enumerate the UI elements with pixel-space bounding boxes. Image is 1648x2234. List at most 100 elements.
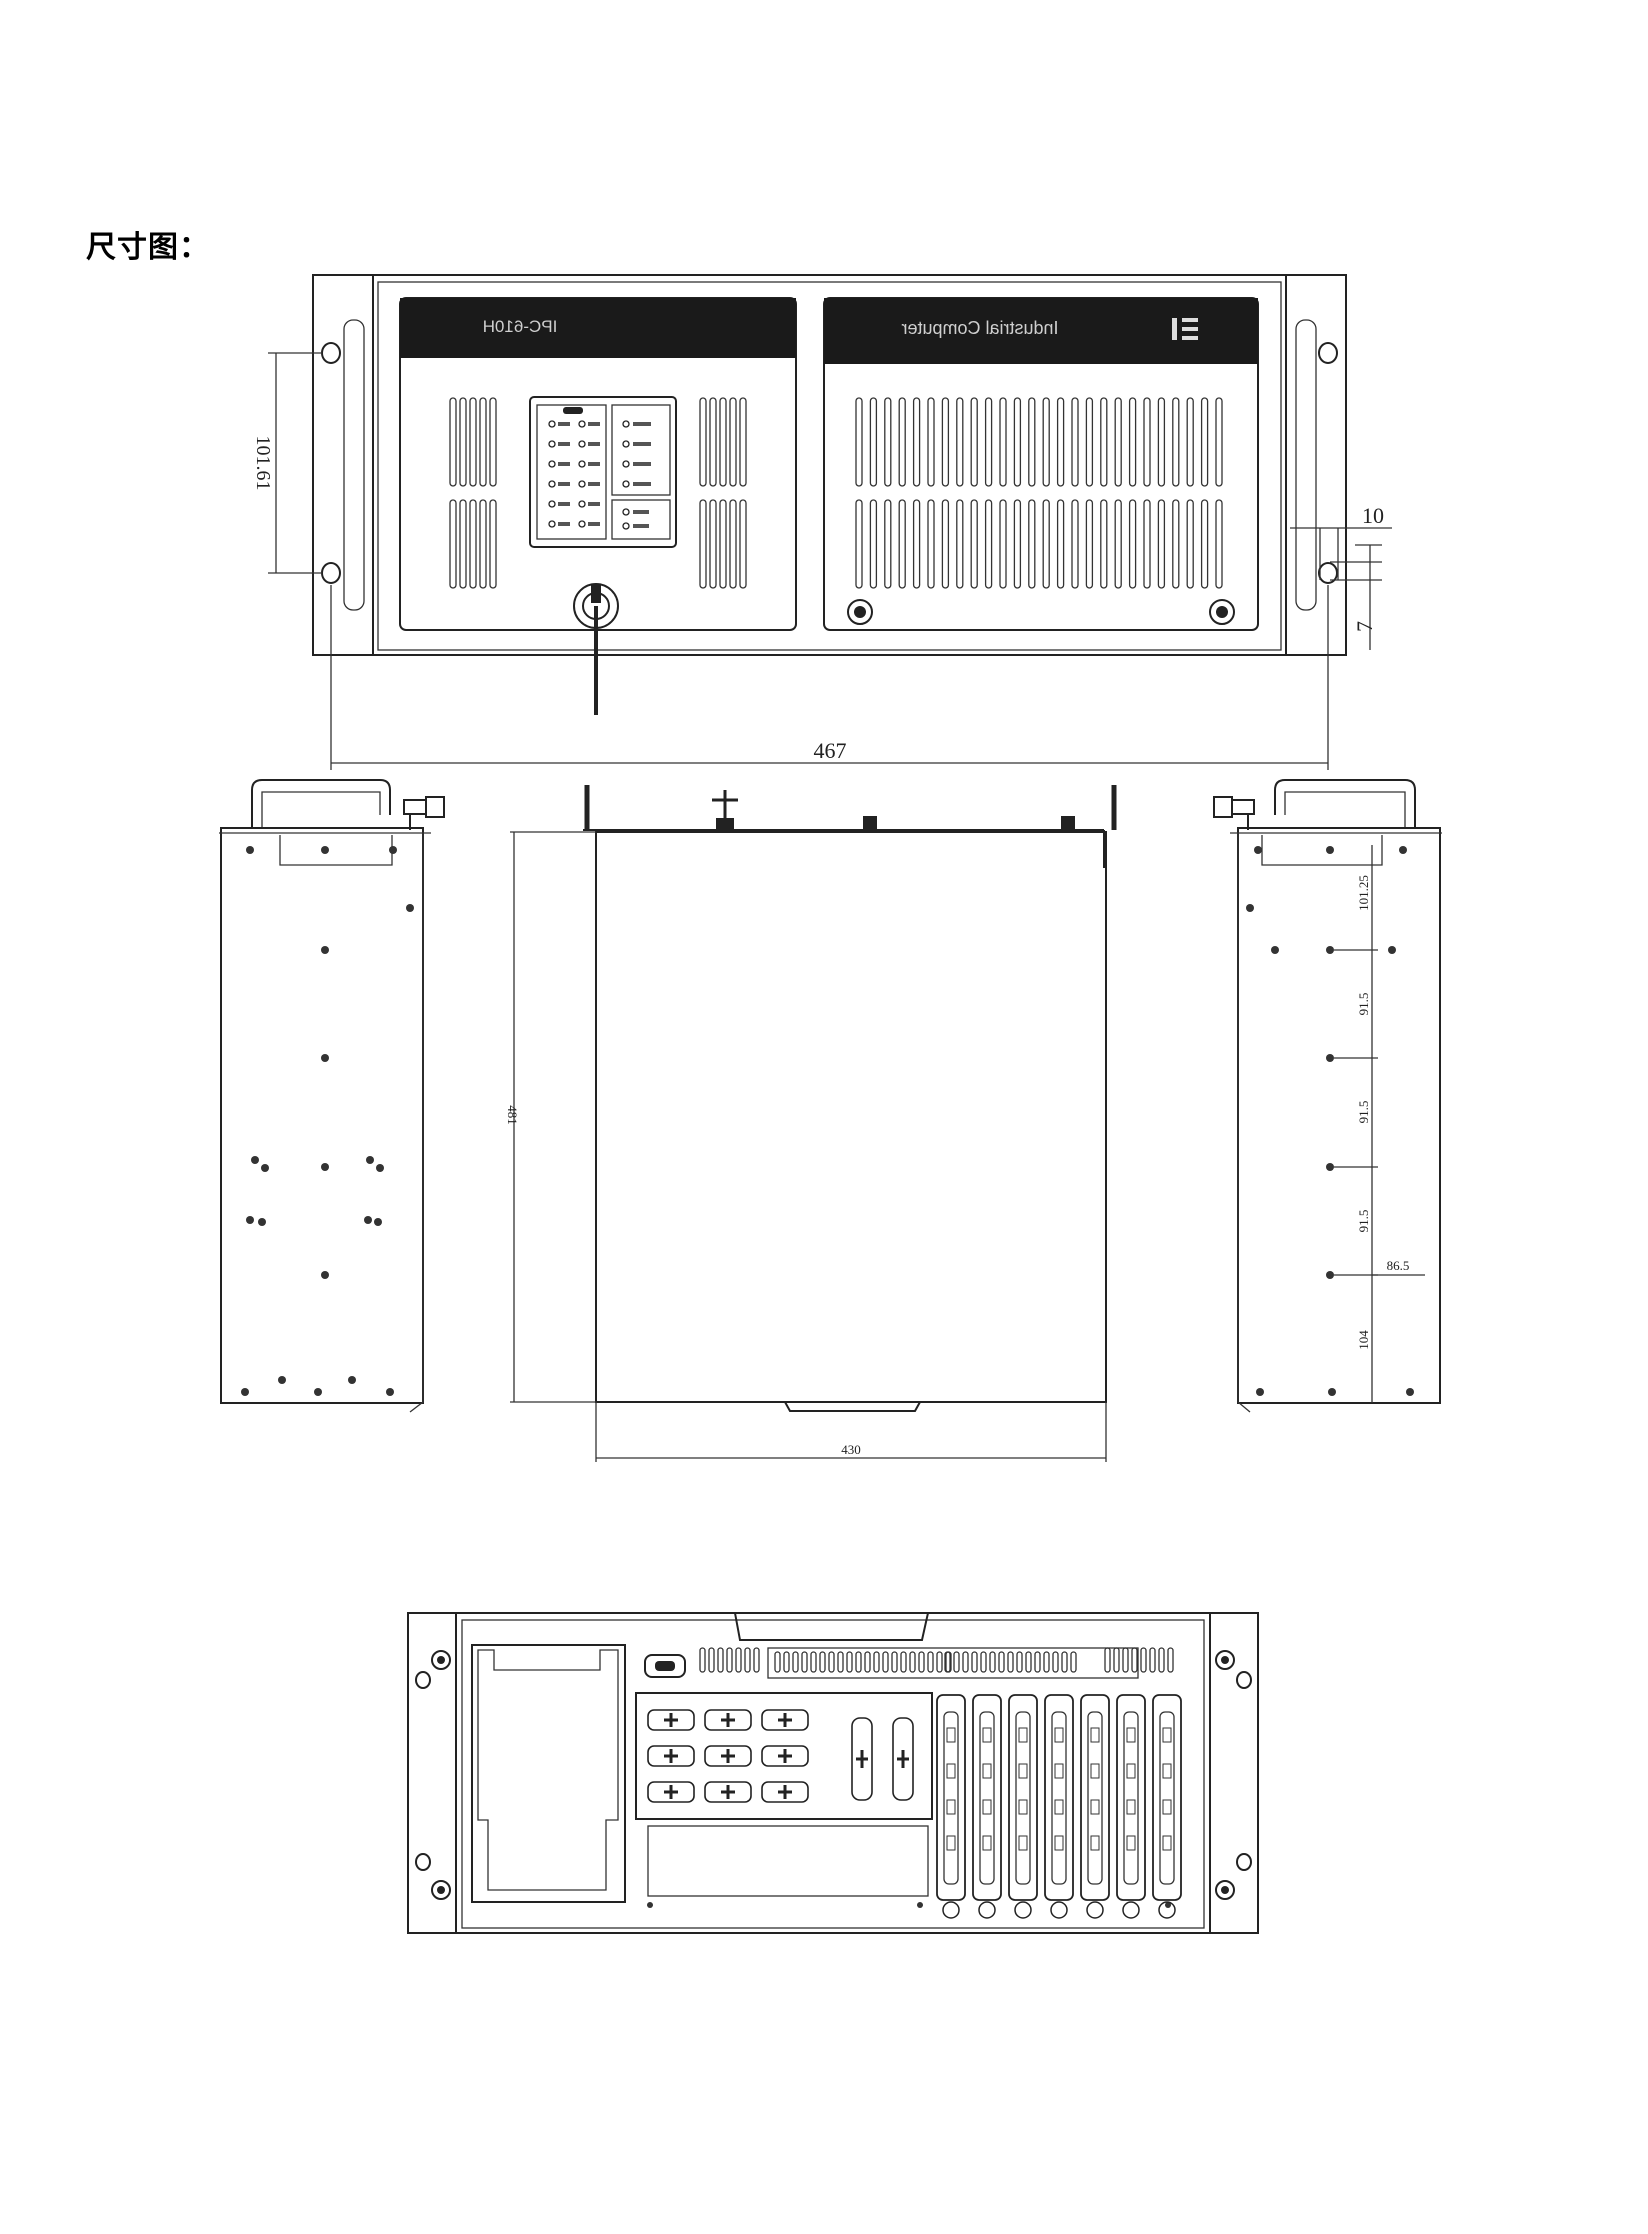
expansion-slot-inner (979, 1711, 995, 1885)
vent-slot (927, 1651, 934, 1673)
vent-slot (774, 1651, 781, 1673)
vent-slot (1215, 397, 1223, 487)
db-connector-icon (647, 1745, 695, 1767)
screw-post-icon (712, 790, 738, 830)
vent-slot (699, 397, 707, 487)
vent-slot (719, 397, 727, 487)
expansion-slot-inner (1015, 1711, 1031, 1885)
slot-cutout (1054, 1799, 1064, 1815)
led-icon (578, 440, 586, 448)
screw-icon (437, 1656, 445, 1664)
mount-hole-icon (376, 1164, 384, 1172)
front-handle-left (343, 319, 365, 611)
slot-cutout (1018, 1799, 1028, 1815)
vent-slot (709, 499, 717, 589)
vent-slot (726, 1647, 733, 1673)
led-label-mark (633, 442, 651, 446)
slot-cutout (1090, 1799, 1100, 1815)
vent-slot (699, 499, 707, 589)
mount-hole-icon (366, 1156, 374, 1164)
mount-hole-icon (1271, 946, 1279, 954)
slot-cutout (1162, 1835, 1172, 1851)
psu-outline (477, 1649, 619, 1891)
led-icon (622, 508, 630, 516)
vent-slot (1128, 499, 1137, 589)
vent-slot (828, 1651, 835, 1673)
slot-cutout (1054, 1835, 1064, 1851)
vent-slot (855, 1651, 862, 1673)
vent-slot (927, 499, 935, 589)
slot-cutout (1126, 1799, 1136, 1815)
screw-icon (917, 1902, 923, 1908)
latch-icon (1213, 796, 1255, 830)
slot-cutout (1090, 1727, 1100, 1743)
slot-cutout (1018, 1763, 1028, 1779)
led-icon (548, 420, 556, 428)
panel-left-label: IPC-610H (483, 317, 558, 336)
vent-slot (449, 499, 457, 589)
mount-hole-icon (321, 1054, 329, 1062)
side-view-right: 101.25 91.5 91.5 91.5 104 86.5 (1213, 779, 1442, 1413)
led-icon (622, 522, 630, 530)
led-label-mark (633, 524, 649, 528)
db-connector-icon (704, 1745, 752, 1767)
vent-slot (709, 397, 717, 487)
vent-slot (953, 1651, 960, 1673)
io-panel (635, 1692, 933, 1820)
vertical-port-icon (892, 1717, 914, 1801)
vent-slot (882, 1651, 889, 1673)
vent-slot (1100, 499, 1108, 589)
led-icon (548, 460, 556, 468)
vent-slot (1215, 499, 1223, 589)
vent-slot (729, 499, 737, 589)
mount-hole-icon (1399, 846, 1407, 854)
top-chassis (595, 831, 1107, 1403)
front-bezel-lip (784, 1401, 921, 1412)
vent-slot (739, 397, 747, 487)
db-connector-icon (761, 1745, 809, 1767)
screw-icon (431, 1650, 451, 1670)
vent-slot (984, 397, 993, 487)
slot-screw-icon (978, 1901, 996, 1919)
vent-slot (792, 1651, 799, 1673)
screw-head-icon (1061, 816, 1075, 830)
rear-ports (647, 1709, 914, 1803)
slot-cutout (982, 1727, 992, 1743)
vent-slot (1071, 397, 1079, 487)
slot-cutout (946, 1763, 956, 1779)
vent-slot (984, 499, 993, 589)
side-right-handle (1274, 779, 1416, 828)
led-icon (548, 440, 556, 448)
vent-slot (729, 397, 737, 487)
vent-slot (1013, 499, 1022, 589)
vent-slot (1114, 397, 1122, 487)
vent-slot (1140, 1647, 1147, 1673)
vent-slot (956, 397, 964, 487)
ear-hole-icon (415, 1671, 431, 1689)
vent-slot (801, 1651, 808, 1673)
screw-icon (1215, 1650, 1235, 1670)
power-button-icon (563, 407, 583, 414)
mount-hole-icon (278, 1376, 286, 1384)
db-connector-icon (647, 1709, 695, 1731)
vent-slot (1016, 1651, 1023, 1673)
led-label-mark (588, 502, 600, 506)
vent-slot (936, 1651, 943, 1673)
rear-chassis (455, 1612, 1211, 1934)
vent-slot (1200, 499, 1209, 589)
mount-hole-icon (246, 1216, 254, 1224)
mount-hole-icon (1326, 946, 1334, 954)
slot-cutout (1090, 1763, 1100, 1779)
ear-hole-icon (1236, 1853, 1252, 1871)
mount-hole-icon (241, 1388, 249, 1396)
vent-slot (1172, 397, 1180, 487)
dim-top-width: 430 (841, 1442, 861, 1457)
db-connector-icon (647, 1781, 695, 1803)
expansion-slot (1080, 1694, 1110, 1901)
dim-right-bottom: 7 (1352, 621, 1377, 632)
slot-screw-icon (942, 1901, 960, 1919)
vent-slot (918, 1651, 925, 1673)
side-left-panel (220, 827, 424, 1404)
expansion-slot-inner (1159, 1711, 1175, 1885)
